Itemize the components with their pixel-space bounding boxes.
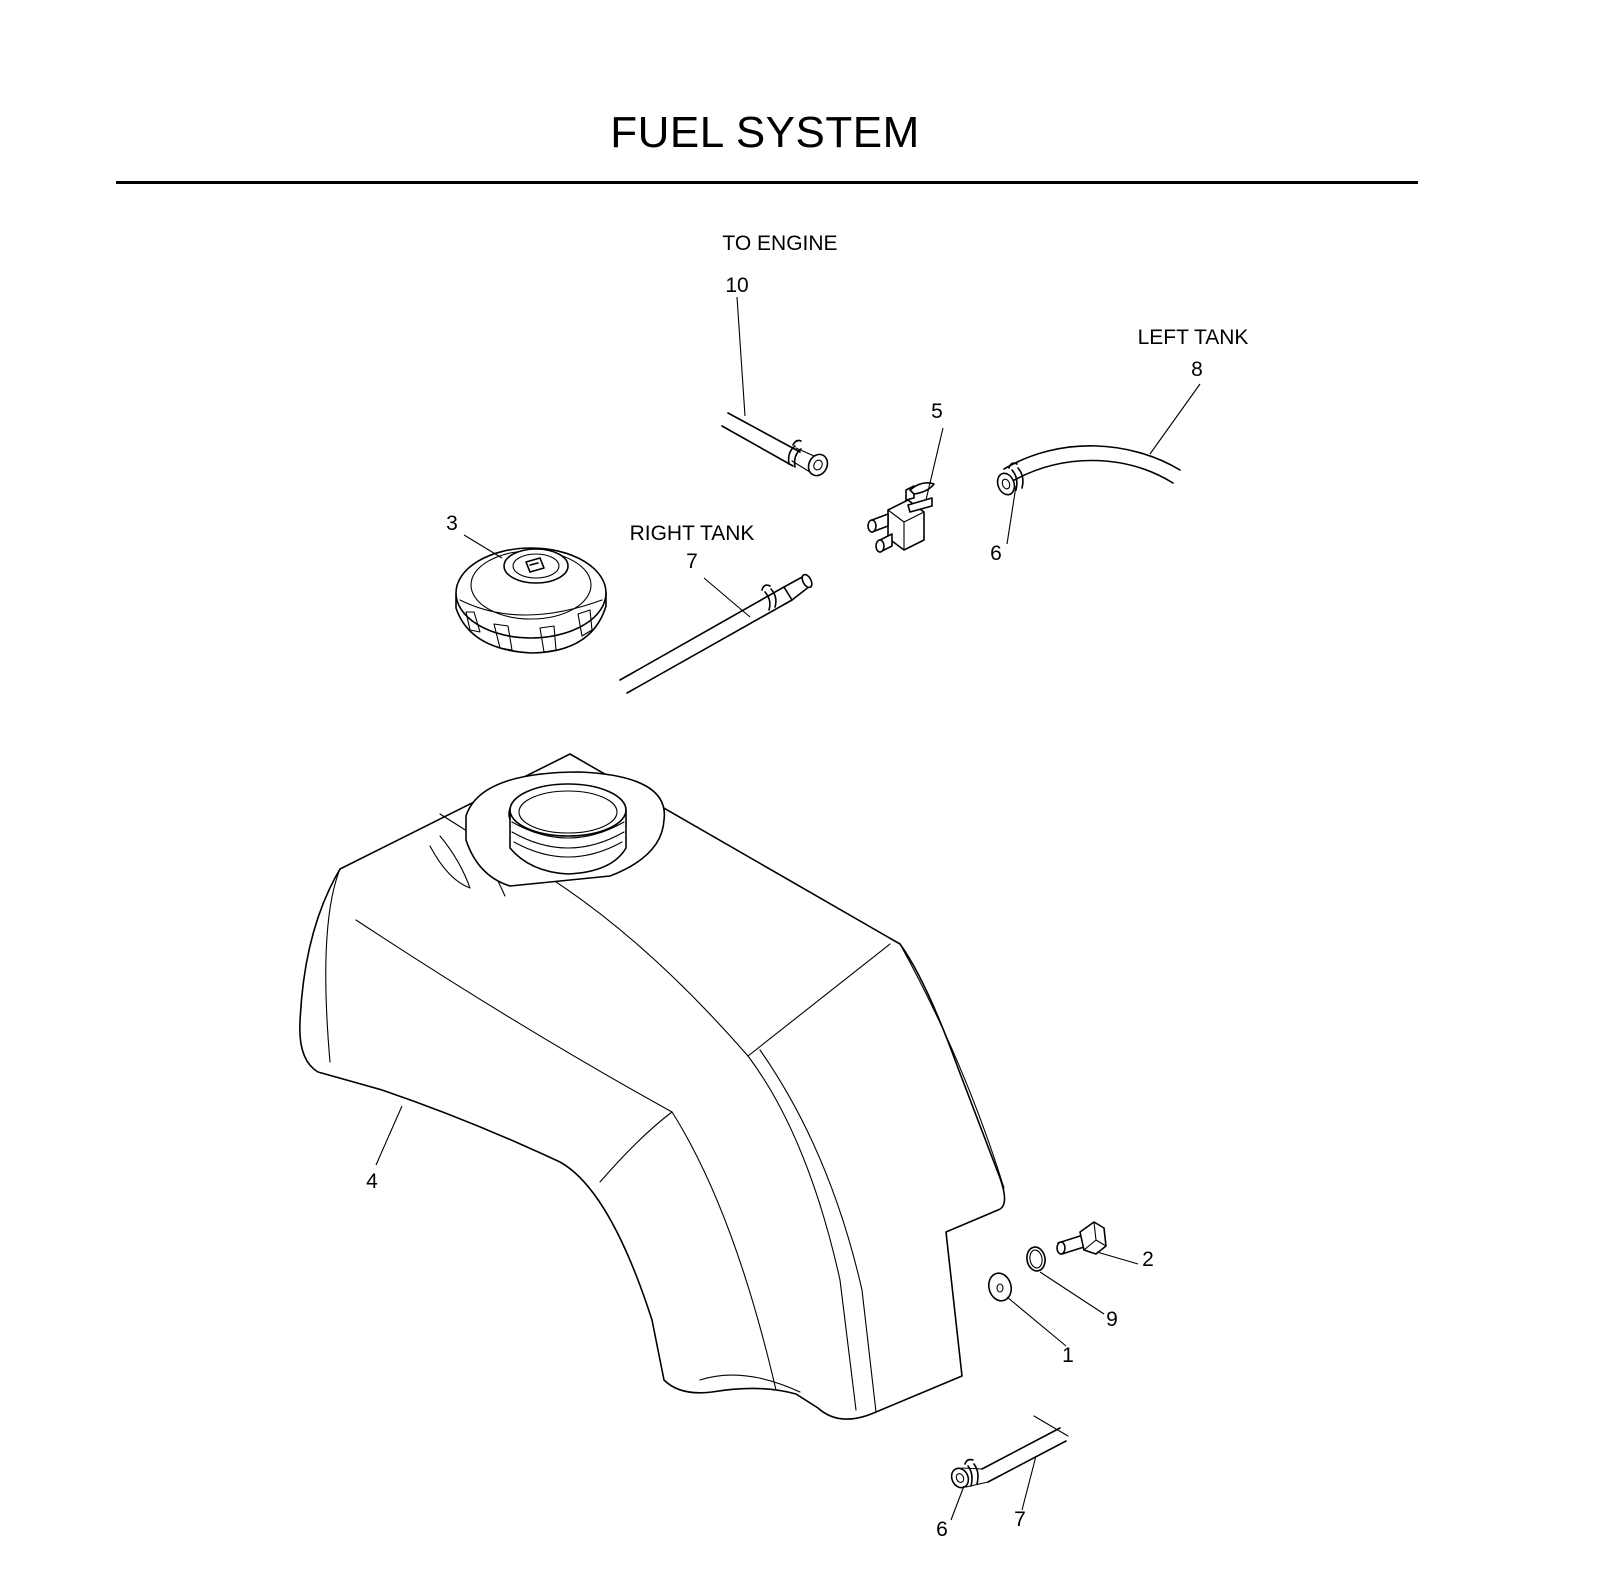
callout-5: 5 bbox=[931, 400, 943, 423]
callout-4: 4 bbox=[366, 1170, 378, 1193]
callout-6-lower: 6 bbox=[936, 1518, 948, 1541]
callout-3: 3 bbox=[446, 512, 458, 535]
callout-leaders bbox=[375, 296, 1201, 1521]
callout-10: 10 bbox=[725, 274, 748, 297]
cap-grip-ribs bbox=[459, 599, 603, 653]
callout-9: 9 bbox=[1106, 1308, 1118, 1331]
right-tank-label: RIGHT TANK bbox=[630, 522, 755, 545]
fuel-line-to-engine bbox=[721, 412, 829, 477]
hose-clamp bbox=[1008, 462, 1024, 491]
fuel-cap bbox=[455, 547, 607, 654]
callout-6-upper: 6 bbox=[990, 542, 1002, 565]
lock-washer bbox=[1026, 1246, 1046, 1272]
callout-7-upper: 7 bbox=[686, 550, 698, 573]
callout-1: 1 bbox=[1062, 1344, 1074, 1367]
fuel-shutoff-valve bbox=[867, 482, 935, 553]
fuel-line-left-tank bbox=[996, 445, 1181, 496]
flat-washer bbox=[987, 1272, 1013, 1302]
to-engine-label: TO ENGINE bbox=[722, 232, 837, 255]
hex-bolt bbox=[1056, 1221, 1107, 1255]
left-tank-label: LEFT TANK bbox=[1138, 326, 1249, 349]
fuel-tank bbox=[299, 753, 1006, 1420]
callout-8: 8 bbox=[1191, 358, 1203, 381]
fuel-line-right-tank bbox=[619, 573, 813, 694]
fuel-line-lower bbox=[950, 1415, 1069, 1489]
title-divider bbox=[116, 181, 1418, 184]
page-title: FUEL SYSTEM bbox=[610, 108, 920, 157]
hose-clamp bbox=[761, 584, 777, 611]
callout-2: 2 bbox=[1142, 1248, 1154, 1271]
hose-clamp bbox=[964, 1458, 979, 1487]
callout-7-lower: 7 bbox=[1014, 1508, 1026, 1531]
hose-clamp bbox=[787, 439, 802, 468]
